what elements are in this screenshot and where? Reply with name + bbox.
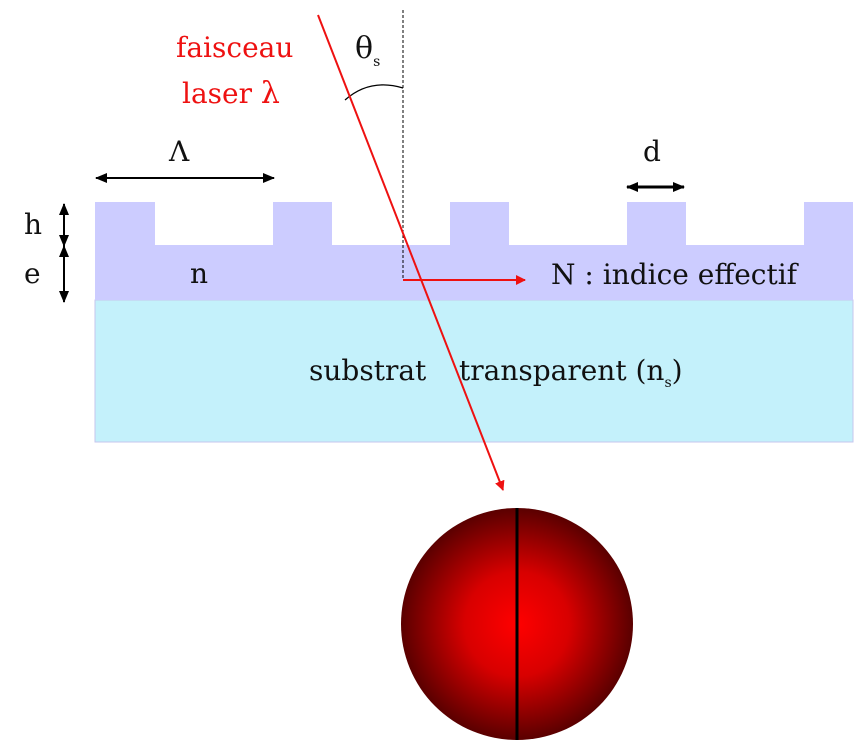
grating-layer xyxy=(95,202,853,300)
beam-label-line1: faisceau xyxy=(176,31,293,64)
groove-width-label: d xyxy=(643,135,661,168)
thickness-label: e xyxy=(24,257,41,290)
substrate-label: transparent (ns) xyxy=(459,354,683,391)
wavelength-symbol: λ xyxy=(261,76,280,111)
period-label: Λ xyxy=(168,135,190,168)
laser-beam xyxy=(317,14,505,491)
height-label: h xyxy=(24,208,42,241)
effective-index-label: N : indice effectif xyxy=(551,258,800,291)
beam-label-line2: laser λ xyxy=(182,76,280,111)
angle-arc xyxy=(344,84,404,101)
angle-label: θs xyxy=(355,31,380,70)
substrate-label-prefix: substrat xyxy=(309,354,427,387)
substrate xyxy=(94,299,854,443)
layer-index-label: n xyxy=(190,257,208,290)
